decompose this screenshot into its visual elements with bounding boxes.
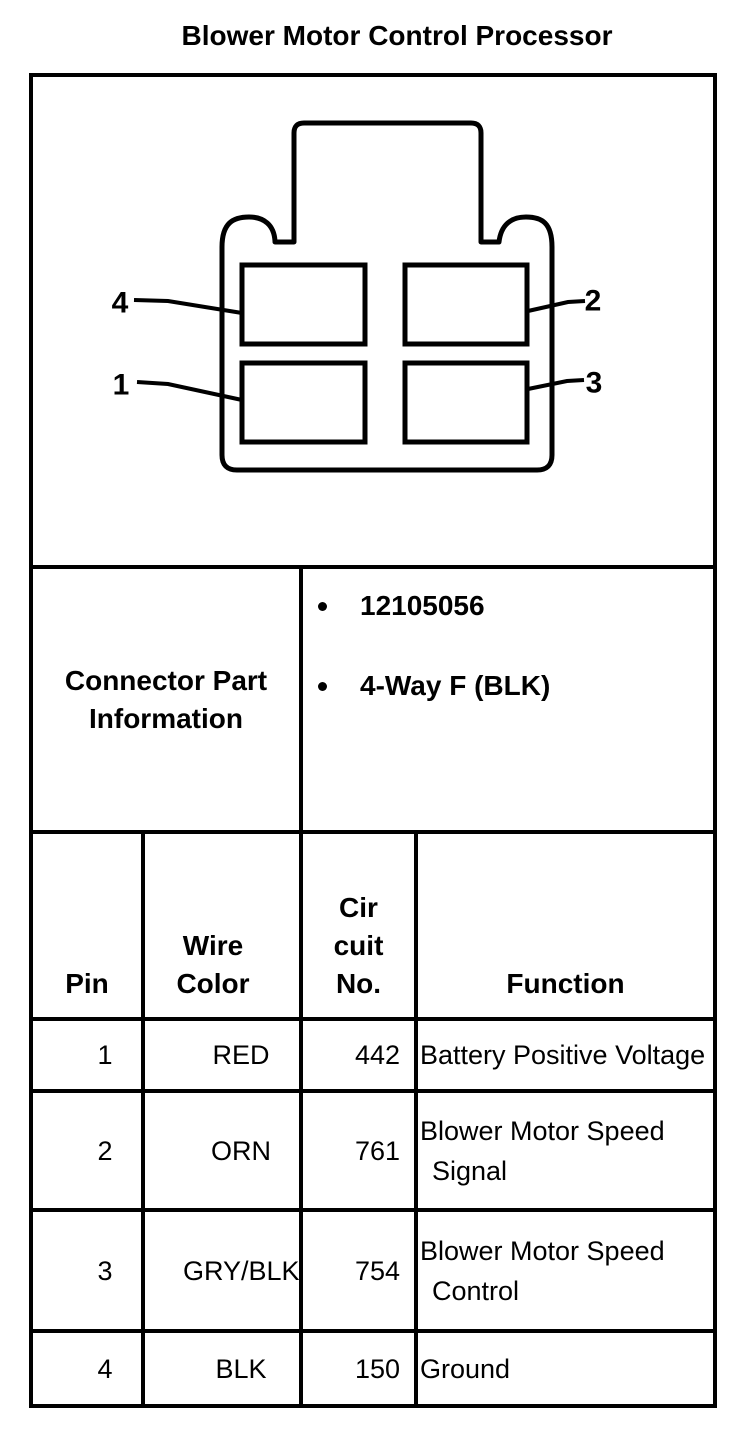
- pin-cavity-3: [402, 360, 530, 445]
- pin-cell: 2: [33, 1093, 145, 1208]
- header-function: Function: [506, 968, 625, 999]
- pin-cell: 3: [33, 1212, 145, 1329]
- wire-color-cell: RED: [145, 1021, 303, 1089]
- pin-cell: 1: [33, 1021, 145, 1089]
- connector-part-info-heading-line2: Information: [89, 702, 243, 734]
- header-wire-color: Wire Color: [145, 834, 303, 1017]
- connector-part-info-list: 12105056 4-Way F (BLK): [303, 569, 713, 830]
- pin-cavity-1: [239, 360, 368, 445]
- connector-diagram: 4 1 2 3: [112, 120, 603, 473]
- pin-cavity-4: [239, 262, 368, 347]
- pinout-table: Pin Wire Color Cir cuit No. Function 1 R…: [33, 834, 713, 1404]
- table-header-row: Pin Wire Color Cir cuit No. Function: [33, 834, 713, 1021]
- leader-line-pin3: [527, 378, 585, 391]
- circuit-no-cell: 754: [303, 1212, 418, 1329]
- list-item: 4-Way F (BLK): [303, 671, 713, 701]
- connector-part-info-section: Connector Part Information 12105056 4-Wa…: [33, 569, 713, 834]
- leader-line-pin4: [133, 298, 243, 315]
- function-cell: Blower Motor Speed Control: [420, 1235, 665, 1306]
- function-cell: Blower Motor Speed Signal: [420, 1115, 665, 1186]
- wire-color-cell: BLK: [145, 1333, 303, 1404]
- part-number: 12105056: [360, 590, 485, 621]
- function-cell: Ground: [420, 1353, 511, 1384]
- connector-body-outline: [219, 120, 555, 473]
- list-item: 12105056: [303, 591, 713, 621]
- connector-part-info-heading-line1: Connector Part: [64, 664, 268, 696]
- pin-label-2: 2: [585, 285, 602, 318]
- pin-cell: 4: [33, 1333, 145, 1404]
- circuit-no-cell: 442: [303, 1021, 418, 1089]
- page-title: Blower Motor Control Processor: [181, 20, 613, 51]
- connector-type: 4-Way F (BLK): [360, 670, 551, 701]
- table-row: 4 BLK 150 Ground: [33, 1333, 713, 1404]
- bullet-icon: [318, 602, 327, 611]
- pin-cavity-2: [402, 262, 530, 347]
- pin-label-1: 1: [113, 369, 130, 402]
- connector-part-info-heading: Connector Part Information: [33, 569, 303, 830]
- pin-label-3: 3: [586, 367, 603, 400]
- circuit-no-cell: 150: [303, 1333, 418, 1404]
- table-row: 2 ORN 761 Blower Motor Speed Signal: [33, 1093, 713, 1212]
- wire-color-cell: ORN: [145, 1093, 303, 1208]
- connector-figure-section: 4 1 2 3: [33, 77, 713, 569]
- wire-color-cell: GRY/BLK: [145, 1212, 303, 1329]
- pin-label-4: 4: [112, 287, 129, 320]
- leader-line-pin1: [136, 380, 243, 402]
- circuit-no-cell: 761: [303, 1093, 418, 1208]
- connector-info-box: 4 1 2 3 Connector Part Information 12105…: [29, 73, 717, 1408]
- header-pin: Pin: [33, 834, 145, 1017]
- function-cell: Battery Positive Voltage: [420, 1040, 706, 1070]
- bullet-icon: [318, 682, 327, 691]
- table-row: 1 RED 442 Battery Positive Voltage: [33, 1021, 713, 1093]
- leader-line-pin2: [527, 299, 586, 313]
- table-row: 3 GRY/BLK 754 Blower Motor Speed Control: [33, 1212, 713, 1333]
- header-circuit-no: Cir cuit No.: [303, 834, 418, 1017]
